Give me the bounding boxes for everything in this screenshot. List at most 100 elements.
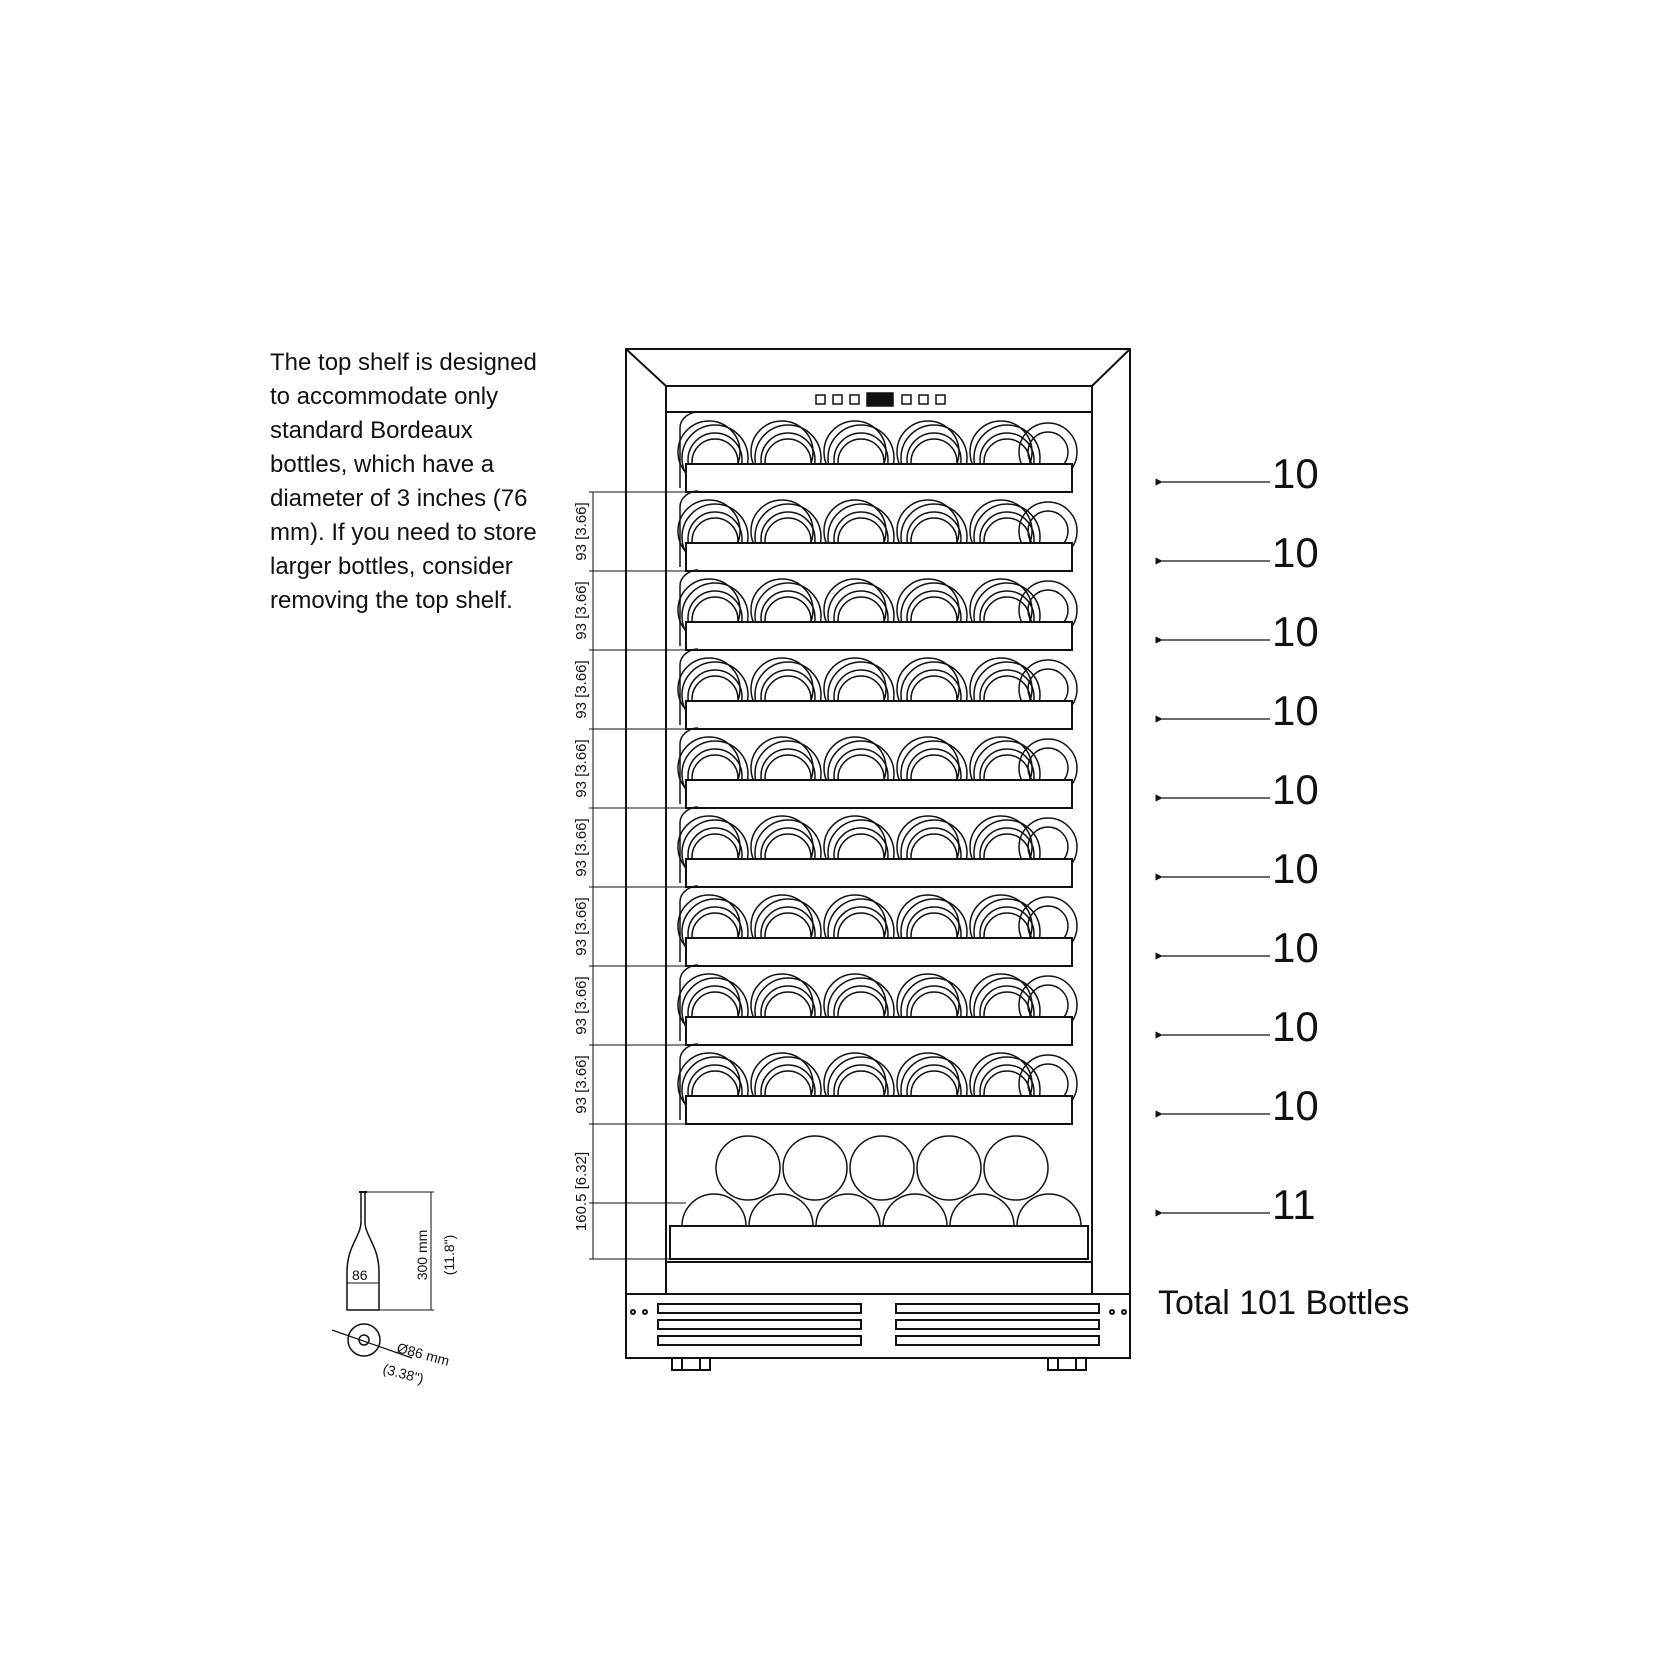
shelf-rack xyxy=(677,411,1078,493)
vent-slot xyxy=(895,1319,1100,1330)
shelf-runner xyxy=(679,727,699,804)
vent-slot xyxy=(657,1335,862,1346)
shelf-count-value: 10 xyxy=(1272,845,1319,892)
shelf-rack xyxy=(677,648,1078,730)
shelf-runner xyxy=(679,1043,699,1120)
shelf-spacing-label: 93 [3.66] xyxy=(573,739,590,797)
vent-slot xyxy=(895,1335,1100,1346)
shelf-count-value: 10 xyxy=(1272,608,1319,655)
shelf-spacing-label: 93 [3.66] xyxy=(573,1055,590,1113)
shelf-runner xyxy=(679,490,699,567)
stacked-bottle-icon xyxy=(983,1135,1049,1201)
kick-plate-frame xyxy=(625,1293,1131,1359)
vent-slot xyxy=(895,1303,1100,1314)
shelf-count: 10 xyxy=(1155,1003,1319,1050)
stacked-bottle-icon xyxy=(782,1135,848,1201)
shelf-bottle-counts: 10 10 10 10 10 10 10 10 10 11 xyxy=(1155,450,1319,1228)
screw-icon xyxy=(1109,1309,1115,1315)
control-button-icon xyxy=(935,394,946,405)
control-button-icon xyxy=(832,394,843,405)
shelf-count: 10 xyxy=(1155,529,1319,576)
shelf-rack xyxy=(677,1043,1078,1125)
shelf-count: 10 xyxy=(1155,687,1319,734)
bottle-height-in: (11.8") xyxy=(441,1235,457,1276)
stacked-bottle-icon xyxy=(949,1193,1015,1227)
screw-icon xyxy=(630,1309,636,1315)
shelf-runner xyxy=(679,648,699,725)
shelf-spacing-label: 93 [3.66] xyxy=(573,581,590,639)
shelf-front-panel xyxy=(685,621,1073,651)
shelf-front-panel xyxy=(685,542,1073,572)
shelf-count-value: 10 xyxy=(1272,1082,1319,1129)
shelf-spacing-label: 93 [3.66] xyxy=(573,502,590,560)
shelf-count: 10 xyxy=(1155,924,1319,971)
shelf-front-panel xyxy=(685,1095,1073,1125)
shelf-count: 10 xyxy=(1155,766,1319,813)
shelf-front-panel xyxy=(685,779,1073,809)
shelf-spacing-label: 93 [3.66] xyxy=(573,976,590,1034)
bottom-count-value: 11 xyxy=(1272,1181,1316,1228)
control-button-icon xyxy=(849,394,860,405)
shelf-runner xyxy=(679,411,699,488)
note-line: bottles, which have a xyxy=(270,451,495,478)
top-shelf-note: The top shelf is designed to accommodate… xyxy=(270,346,570,618)
shelf-spacing-label: 93 [3.66] xyxy=(573,818,590,876)
stacked-bottle-icon xyxy=(916,1135,982,1201)
stacked-bottle-icon xyxy=(1016,1193,1082,1227)
note-line: removing the top shelf. xyxy=(270,587,513,614)
shelf-rack xyxy=(677,885,1078,967)
frame-bevel-right xyxy=(1091,348,1131,387)
control-button-icon xyxy=(901,394,912,405)
stacked-bottle-icon xyxy=(681,1193,747,1227)
note-line: to accommodate only xyxy=(270,383,499,410)
shelf-count: 10 xyxy=(1155,845,1319,892)
stacked-bottle-icon xyxy=(815,1193,881,1227)
control-panel xyxy=(815,392,946,407)
kick-plate xyxy=(625,1293,1131,1371)
stacked-bottle-icon xyxy=(849,1135,915,1201)
bottom-count: 11 xyxy=(1155,1181,1316,1228)
shelf-count-value: 10 xyxy=(1272,766,1319,813)
control-button-icon xyxy=(815,394,826,405)
shelf-count: 10 xyxy=(1155,450,1319,497)
shelf-dimensions: 93 [3.66] 93 [3.66] 93 [3.66] 93 [3.66] 93 [… xyxy=(573,491,686,1260)
note-line: diameter of 3 inches (76 xyxy=(270,485,528,512)
vent-slot xyxy=(657,1303,862,1314)
foot-right xyxy=(1047,1357,1087,1371)
note-line: The top shelf is designed xyxy=(270,349,537,376)
shelf-rack xyxy=(677,806,1078,888)
shelf-spacing-label: 93 [3.66] xyxy=(573,660,590,718)
shelf-spacing-label: 93 [3.66] xyxy=(573,897,590,955)
stacked-bottle-icon xyxy=(748,1193,814,1227)
shelf-rack xyxy=(677,569,1078,651)
bottom-shelf-tray xyxy=(669,1225,1089,1260)
vent-slot xyxy=(657,1319,862,1330)
bottle-width-label: 86 xyxy=(352,1267,368,1283)
note-line: standard Bordeaux xyxy=(270,417,473,444)
shelf-count-value: 10 xyxy=(1272,1003,1319,1050)
frame-bevel-left xyxy=(625,348,667,387)
shelf-count-value: 10 xyxy=(1272,687,1319,734)
bottom-bottle-stack xyxy=(681,1135,1082,1227)
stacked-bottle-icon xyxy=(882,1193,948,1227)
shelf-count-value: 10 xyxy=(1272,450,1319,497)
note-line: larger bottles, consider xyxy=(270,553,513,580)
bottle-outline-icon xyxy=(346,1191,380,1311)
bottom-spacing-label: 160.5 [6.32] xyxy=(573,1152,590,1231)
shelf-runner xyxy=(679,569,699,646)
foot-left xyxy=(671,1357,711,1371)
shelf-runner xyxy=(679,806,699,883)
shelf-front-panel xyxy=(685,463,1073,493)
shelf-rack xyxy=(677,964,1078,1046)
shelves xyxy=(677,411,1078,1125)
note-line: mm). If you need to store xyxy=(270,519,537,546)
control-button-icon xyxy=(918,394,929,405)
shelf-front-panel xyxy=(685,937,1073,967)
shelf-front-panel xyxy=(685,1016,1073,1046)
stacked-bottle-icon xyxy=(715,1135,781,1201)
shelf-rack xyxy=(677,490,1078,572)
shelf-front-panel xyxy=(685,700,1073,730)
shelf-front-panel xyxy=(685,858,1073,888)
shelf-count: 10 xyxy=(1155,1082,1319,1129)
